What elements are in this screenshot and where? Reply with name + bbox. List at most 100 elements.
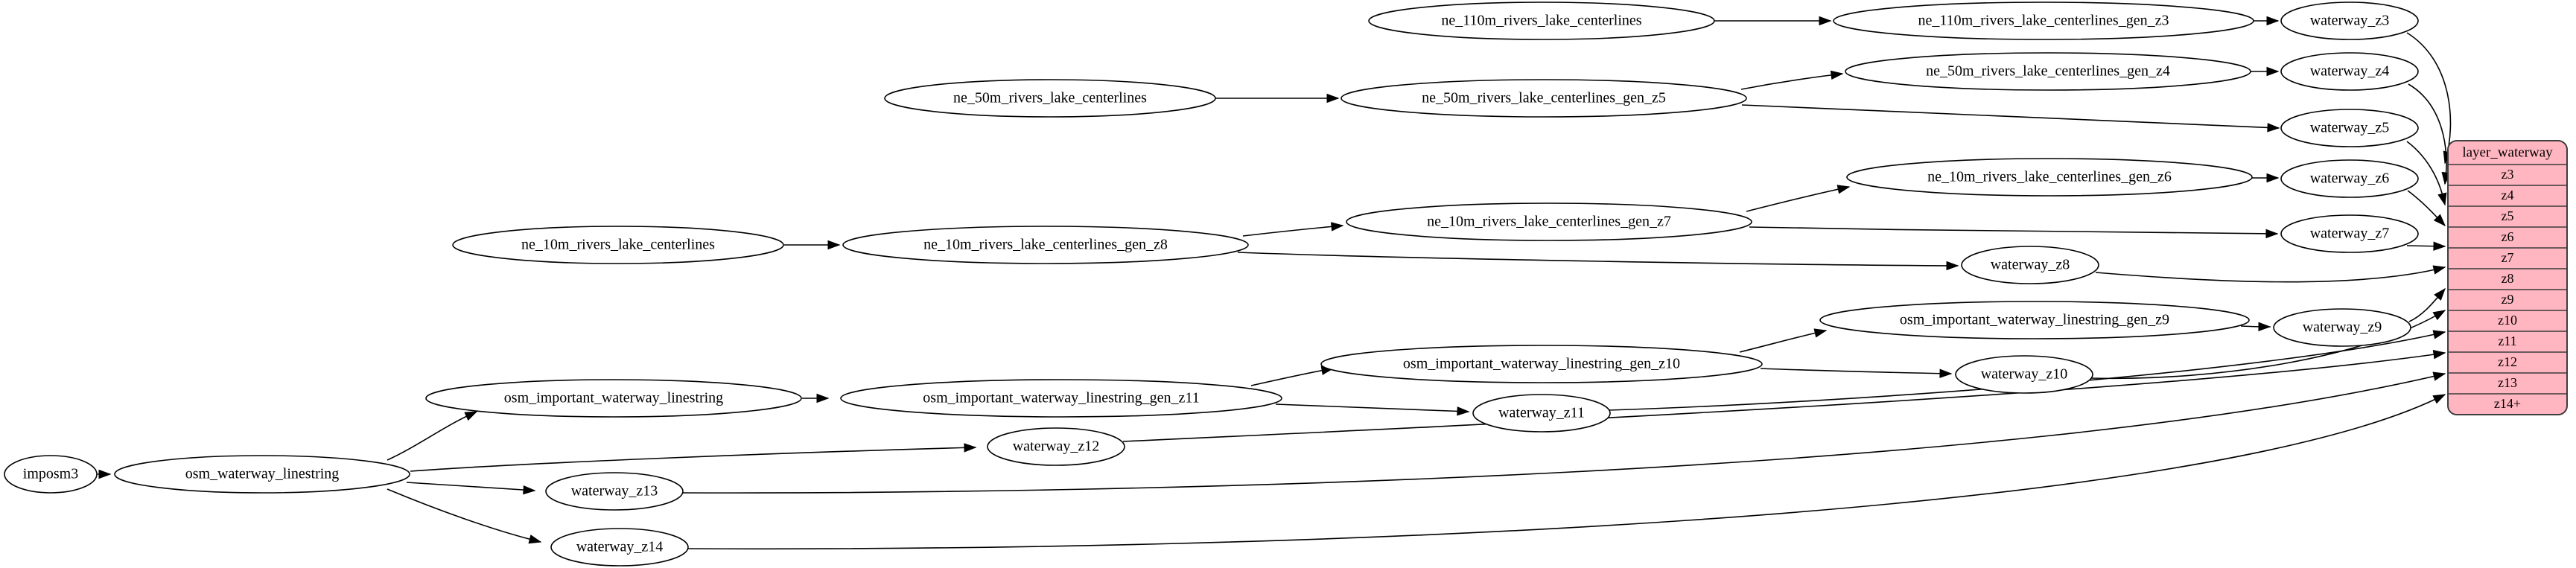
edge-ne_50m_rivers_lake_centerlines_gen_z5-to-ne_50m_rivers_lake_centerlines_gen_z4 (1740, 70, 1844, 90)
node-label: waterway_z13 (571, 483, 658, 500)
table-row-z3[interactable]: z3 (2448, 167, 2567, 186)
node-ne_50m_rivers_lake_centerlines_gen_z5[interactable]: ne_50m_rivers_lake_centerlines_gen_z5 (1341, 79, 1747, 118)
node-waterway_z9[interactable]: waterway_z9 (2273, 308, 2411, 347)
edge-osm_important_waterway_linestring_gen_z10-to-waterway_z10 (1760, 368, 1953, 378)
edge-ne_10m_rivers_lake_centerlines_gen_z7-to-ne_10m_rivers_lake_centerlines_gen_z6 (1746, 185, 1851, 212)
edge-line (2408, 83, 2447, 185)
node-label: osm_important_waterway_linestring_gen_z9 (1900, 312, 2169, 328)
node-ne_50m_rivers_lake_centerlines_gen_z4[interactable]: ne_50m_rivers_lake_centerlines_gen_z4 (1845, 52, 2251, 91)
node-waterway_z3[interactable]: waterway_z3 (2280, 1, 2419, 40)
edge-ne_110m_rivers_lake_centerlines-to-ne_110m_rivers_lake_centerlines_gen_z3 (1714, 16, 1832, 26)
arrow-head-icon (1326, 93, 1340, 103)
edge-waterway_z5-to-layer_waterway_z5 (2406, 141, 2447, 206)
node-waterway_z4[interactable]: waterway_z4 (2280, 52, 2419, 91)
arrow-head-icon (2432, 371, 2446, 381)
table-row-z14plus[interactable]: z14+ (2494, 396, 2521, 411)
node-label: waterway_z7 (2310, 226, 2390, 242)
edge-ne_50m_rivers_lake_centerlines_gen_z4-to-waterway_z4 (2250, 66, 2280, 77)
node-label: ne_10m_rivers_lake_centerlines (521, 237, 715, 253)
table-row-z6[interactable]: z6 (2448, 229, 2567, 249)
node-label: ne_50m_rivers_lake_centerlines_gen_z5 (1422, 90, 1666, 106)
table-row-label: z3 (2502, 167, 2514, 182)
table-row-z13[interactable]: z13 (2448, 375, 2567, 395)
node-ne_10m_rivers_lake_centerlines[interactable]: ne_10m_rivers_lake_centerlines (452, 226, 784, 264)
table-row-label: z10 (2498, 313, 2517, 328)
table-row-z10[interactable]: z10 (2448, 313, 2567, 332)
node-osm_important_waterway_linestring_gen_z10[interactable]: osm_important_waterway_linestring_gen_z1… (1320, 345, 1763, 383)
table-row-z9[interactable]: z9 (2448, 292, 2567, 311)
node-label: waterway_z5 (2310, 120, 2390, 136)
edge-osm_important_waterway_linestring_gen_z11-to-waterway_z11 (1275, 403, 1470, 416)
arrow-head-icon (464, 411, 478, 421)
arrow-head-icon (2258, 322, 2271, 332)
arrow-head-icon (2437, 192, 2447, 206)
node-ne_10m_rivers_lake_centerlines_gen_z6[interactable]: ne_10m_rivers_lake_centerlines_gen_z6 (1846, 158, 2253, 197)
arrow-head-icon (1457, 406, 1470, 416)
table-row-label: z4 (2502, 188, 2514, 202)
table-row-label: z8 (2502, 271, 2514, 286)
node-shape (842, 226, 1249, 264)
node-waterway_z12[interactable]: waterway_z12 (987, 427, 1125, 466)
table-row-z12[interactable]: z12 (2448, 354, 2567, 374)
node-shape (1341, 79, 1747, 118)
edge-ne_10m_rivers_lake_centerlines_gen_z6-to-waterway_z6 (2251, 173, 2280, 183)
node-label: imposm3 (23, 466, 78, 482)
node-shape (2273, 308, 2411, 347)
arrow-head-icon (2265, 229, 2279, 239)
layer-waterway-table[interactable]: layer_waterwayz3z4z5z6z7z8z9z10z11z12z13… (2447, 140, 2568, 415)
node-label: ne_110m_rivers_lake_centerlines (1441, 13, 1641, 29)
arrow-head-icon (1330, 222, 1344, 232)
node-shape (452, 226, 784, 264)
node-osm_important_waterway_linestring[interactable]: osm_important_waterway_linestring (425, 379, 802, 418)
node-imposm3[interactable]: imposm3 (4, 455, 98, 494)
node-shape (550, 528, 689, 567)
table-row-z5[interactable]: z5 (2448, 208, 2567, 228)
arrow-head-icon (1830, 70, 1844, 80)
node-waterway_z7[interactable]: waterway_z7 (2280, 214, 2419, 253)
arrow-head-icon (2433, 214, 2446, 227)
table-row-z7[interactable]: z7 (2448, 250, 2567, 269)
node-shape (545, 472, 684, 511)
table-row-z11[interactable]: z11 (2448, 334, 2567, 353)
node-ne_10m_rivers_lake_centerlines_gen_z7[interactable]: ne_10m_rivers_lake_centerlines_gen_z7 (1346, 202, 1752, 241)
node-waterway_z6[interactable]: waterway_z6 (2280, 159, 2419, 198)
node-label: waterway_z6 (2310, 170, 2390, 187)
node-osm_important_waterway_linestring_gen_z9[interactable]: osm_important_waterway_linestring_gen_z9 (1819, 301, 2250, 339)
node-ne_50m_rivers_lake_centerlines[interactable]: ne_50m_rivers_lake_centerlines (884, 79, 1216, 118)
node-label: osm_important_waterway_linestring (504, 390, 723, 406)
edge-line (1740, 73, 1843, 90)
node-shape (2280, 109, 2419, 147)
node-waterway_z13[interactable]: waterway_z13 (545, 472, 684, 511)
arrow-head-icon (1946, 261, 1959, 271)
edge-ne_50m_rivers_lake_centerlines-to-ne_50m_rivers_lake_centerlines_gen_z5 (1215, 93, 1340, 103)
node-osm_important_waterway_linestring_gen_z11[interactable]: osm_important_waterway_linestring_gen_z1… (840, 379, 1282, 418)
node-waterway_z8[interactable]: waterway_z8 (1961, 246, 2099, 284)
node-osm_waterway_linestring[interactable]: osm_waterway_linestring (114, 455, 410, 494)
table-row-z4[interactable]: z4 (2448, 188, 2567, 207)
node-shape (1846, 158, 2253, 197)
node-label: ne_50m_rivers_lake_centerlines (953, 90, 1147, 106)
table-row-label: z12 (2498, 354, 2517, 369)
edge-osm_waterway_linestring-to-waterway_z13 (406, 482, 536, 495)
node-waterway_z5[interactable]: waterway_z5 (2280, 109, 2419, 147)
node-shape (2280, 1, 2419, 40)
node-ne_110m_rivers_lake_centerlines_gen_z3[interactable]: ne_110m_rivers_lake_centerlines_gen_z3 (1833, 1, 2254, 40)
arrow-head-icon (1819, 16, 1832, 26)
node-ne_10m_rivers_lake_centerlines_gen_z8[interactable]: ne_10m_rivers_lake_centerlines_gen_z8 (842, 226, 1249, 264)
node-shape (1961, 246, 2099, 284)
edge-line (1760, 368, 1952, 374)
table-row-z8[interactable]: z8 (2448, 271, 2567, 290)
edge-line (2406, 32, 2452, 164)
node-label: waterway_z9 (2303, 319, 2382, 336)
table-row-label: z5 (2502, 208, 2514, 223)
node-waterway_z11[interactable]: waterway_z11 (1472, 394, 1611, 433)
node-waterway_z10[interactable]: waterway_z10 (1955, 355, 2093, 394)
table-row-label: z6 (2502, 229, 2514, 244)
arrow-head-icon (2267, 123, 2280, 133)
node-ne_110m_rivers_lake_centerlines[interactable]: ne_110m_rivers_lake_centerlines (1368, 1, 1715, 40)
node-waterway_z14[interactable]: waterway_z14 (550, 528, 689, 567)
edge-line (1749, 226, 2278, 234)
edge-osm_important_waterway_linestring_gen_z11-to-osm_important_waterway_linestring_gen_z10 (1250, 366, 1335, 386)
node-label: osm_important_waterway_linestring_gen_z1… (923, 390, 1199, 406)
